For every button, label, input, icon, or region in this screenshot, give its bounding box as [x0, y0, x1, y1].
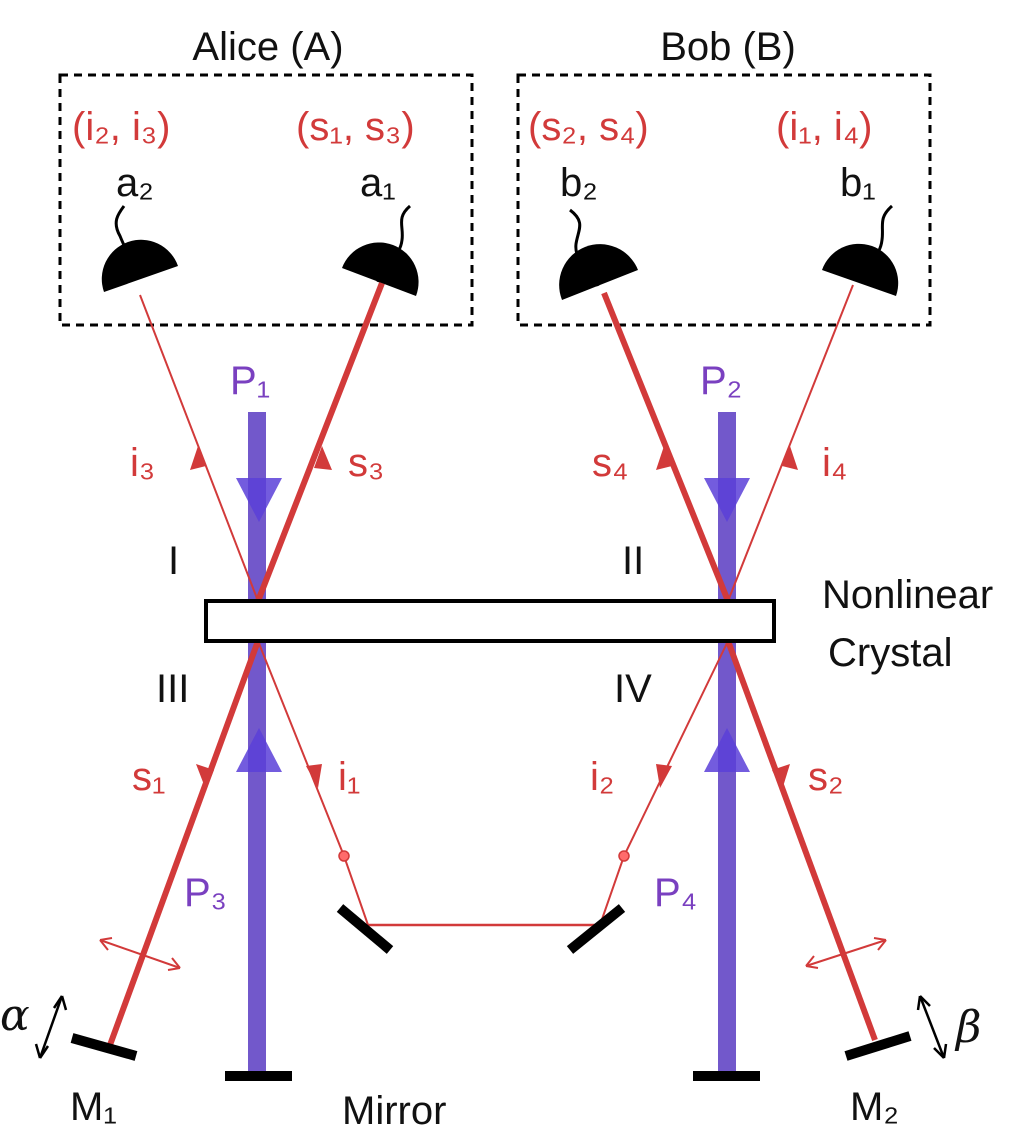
pump-arrow-p3 [236, 728, 282, 772]
label-crystal-line1: Nonlinear [822, 573, 993, 617]
arrow-i4 [782, 446, 798, 470]
beam-i4 [727, 284, 854, 602]
label-beam-i3: i₃ [130, 441, 155, 485]
arrow-s2 [772, 764, 790, 790]
pump-arrow-p2 [704, 478, 750, 522]
arrow-i2 [656, 764, 672, 788]
label-beam-s4: s₄ [592, 441, 628, 485]
label-pump-p1: P₁ [230, 359, 270, 403]
motion-arrow-red-left [99, 937, 181, 971]
beam-s1 [107, 639, 261, 1047]
alice-title: Alice (A) [192, 25, 343, 69]
label-region-i: I [168, 539, 179, 583]
alice-detector-box [58, 73, 474, 327]
label-beam-i1: i₁ [338, 755, 360, 799]
label-pump-p3: P₃ [184, 871, 227, 915]
arrow-i1 [306, 764, 322, 788]
label-beam-i2: i₂ [590, 755, 614, 799]
nonlinear-crystal [204, 599, 776, 643]
idler-dot-right [618, 850, 630, 862]
beam-s3 [255, 281, 385, 603]
phase-arrow-beta [916, 995, 948, 1059]
bob-title: Bob (B) [660, 25, 796, 69]
label-mirror: Mirror [342, 1089, 446, 1133]
label-b2-modes: (s₂, s₄) [528, 105, 649, 149]
label-beam-s1: s₁ [132, 755, 166, 799]
arrow-s3 [314, 446, 332, 470]
label-region-iv: IV [614, 667, 652, 711]
label-pump-p4: P₄ [654, 871, 697, 915]
label-pump-p2: P₂ [700, 359, 742, 403]
label-a1-modes: (s₁, s₃) [296, 105, 415, 149]
label-phase-alpha: α [0, 990, 30, 1041]
label-detector-b2: b₂ [560, 161, 598, 205]
pump-arrow-p4 [704, 728, 750, 772]
label-mirror-m1: M₁ [70, 1085, 117, 1129]
label-detector-a1: a₁ [360, 161, 396, 205]
label-crystal-line2: Crystal [828, 631, 952, 675]
mirror-m1 [70, 1033, 138, 1061]
label-region-iii: III [156, 667, 189, 711]
detector-a2-icon [101, 205, 178, 292]
beam-s2 [725, 639, 878, 1042]
mirror-m2 [844, 1031, 912, 1061]
label-phase-beta: β [954, 1002, 981, 1053]
label-a2-modes: (i₂, i₃) [72, 105, 170, 149]
arrow-s1 [196, 764, 214, 790]
label-mirror-m2: M₂ [850, 1085, 899, 1129]
mirror-idler-left [336, 904, 394, 954]
label-detector-a2: a₂ [116, 161, 154, 205]
idler-dot-left [338, 850, 350, 862]
detector-b2-icon [559, 208, 638, 300]
detector-a1-icon [342, 204, 419, 296]
arrow-s4 [656, 446, 672, 470]
label-beam-i4: i₄ [822, 441, 847, 485]
bob-detector-box [516, 73, 932, 327]
pump-arrow-p1 [236, 478, 282, 522]
detector-b1-icon [822, 204, 899, 296]
motion-arrow-red-right [805, 937, 887, 969]
mirror-idler-right [566, 904, 626, 954]
phase-arrow-alpha [34, 995, 68, 1059]
label-region-ii: II [622, 539, 644, 583]
beam-i3 [139, 294, 259, 602]
label-detector-b1: b₁ [840, 161, 876, 205]
label-beam-s3: s₃ [348, 441, 384, 485]
label-beam-s2: s₂ [808, 755, 844, 799]
beam-s4 [601, 291, 731, 603]
arrow-i3 [190, 446, 206, 470]
label-b1-modes: (i₁, i₄) [776, 105, 872, 149]
